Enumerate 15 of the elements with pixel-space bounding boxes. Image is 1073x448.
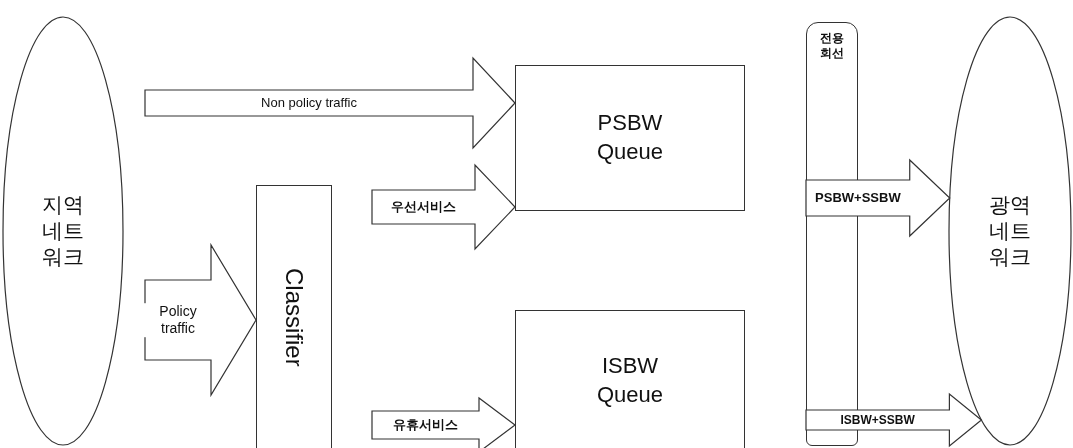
node-label: PSBW Queue (595, 109, 665, 166)
node-label: 전용 회선 (819, 31, 845, 61)
node-label: 광역 네트워크 (988, 191, 1032, 271)
node-label: 지역 네트워크 (41, 191, 85, 271)
queue-box (515, 310, 745, 448)
edge-label: 우선서비스 (391, 199, 456, 215)
classifier-box (256, 185, 332, 448)
network-ellipse (948, 16, 1072, 446)
edge-label: 유휴서비스 (393, 417, 458, 433)
network-ellipse (2, 16, 124, 446)
node-label: ISBW Queue (595, 351, 665, 409)
edge-label: Non policy traffic (261, 95, 357, 111)
node-label: Classifier (280, 267, 308, 367)
queue-box (515, 65, 745, 211)
block-arrow (144, 56, 516, 150)
